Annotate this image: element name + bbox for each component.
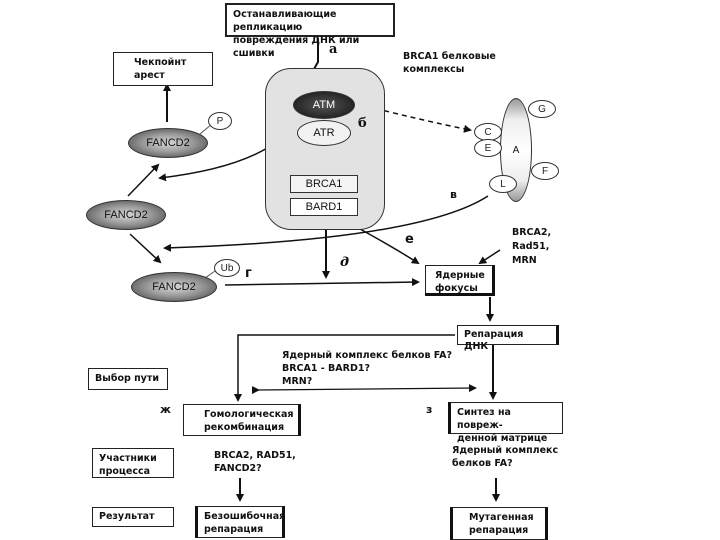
fa-subunit-l-label: L (500, 178, 506, 190)
question-fa-core: Ядерный комплекс белков FA? (282, 350, 453, 361)
fa-subunit-e: E (474, 139, 502, 157)
mutagenic-line1: Мутагенная (469, 512, 534, 523)
step-letter-b: б (358, 116, 367, 131)
damage-line2: повреждения ДНК или сшивки (233, 35, 360, 59)
brca1-node: BRCA1 (290, 175, 358, 193)
foci-line1: Ядерные (435, 270, 485, 281)
pathway-choice-question: Ядерный комплекс белков FA? BRCA1 - BARD… (282, 349, 452, 388)
hr-participants-line1: BRCA2, RAD51, (214, 450, 296, 461)
fa-core-a-label: A (512, 144, 520, 156)
path-choice-label: Выбор пути (95, 373, 160, 384)
participants-box: Участники процесса (92, 448, 174, 478)
fa-subunit-l: L (489, 175, 517, 193)
tls-line1: Синтез на повреж- (457, 407, 511, 431)
fa-subunit-g-label: G (538, 103, 546, 115)
fancd2-p-label: FANCD2 (146, 137, 190, 149)
brca1-complexes-label: BRCA1 белковые комплексы (403, 50, 496, 76)
tls-line2: денной матрице (457, 433, 548, 444)
fancd2-unmodified: FANCD2 (86, 200, 166, 230)
factor-brca2: BRCA2, (512, 227, 552, 238)
dna-repair-label: Репарация ДНК (464, 329, 524, 352)
participants-line1: Участники (99, 453, 157, 464)
fancd2-phosphorylated: FANCD2 (128, 128, 208, 158)
question-mrn: MRN? (282, 376, 313, 387)
step-letter-d: д (340, 255, 350, 270)
checkpoint-line2: арест (134, 70, 165, 81)
fa-subunit-f-label: F (541, 165, 549, 177)
step-letter-g: г (245, 266, 252, 281)
step-letter-z: з (426, 403, 433, 416)
brca1-complexes-line1: BRCA1 белковые (403, 51, 496, 62)
damage-box: Останавливающие репликацию повреждения Д… (225, 3, 395, 59)
phospho-modifier: P (208, 112, 232, 130)
step-letter-e: е (405, 232, 414, 247)
fancd2-ub-label: FANCD2 (152, 281, 196, 293)
step-letter-zh: ж (160, 403, 171, 416)
result-label: Результат (99, 511, 155, 522)
hr-line1: Гомологическая (204, 409, 294, 420)
dna-repair-box: Репарация ДНК (457, 325, 559, 352)
phospho-label: P (216, 115, 224, 127)
fa-subunit-f: F (531, 162, 559, 180)
step-letter-v: в (450, 188, 457, 201)
arrow-fancd2-to-ub (129, 233, 162, 264)
arrow-choice-double (251, 384, 477, 395)
translesion-synthesis-box: Синтез на повреж- денной матрице (448, 402, 563, 444)
hr-participants-label: BRCA2, RAD51, FANCD2? (214, 449, 296, 475)
atm-node: ATM (293, 91, 355, 119)
foci-line2: фокусы (435, 283, 478, 294)
question-brca1-bard1: BRCA1 - BARD1? (282, 363, 370, 374)
fa-subunit-g: G (528, 100, 556, 118)
factor-mrn: MRN (512, 255, 537, 266)
bard1-node: BARD1 (290, 198, 358, 216)
tls-participants-line2: белков FA? (452, 458, 513, 469)
foci-factors-label: BRCA2, Rad51, MRN (512, 226, 551, 268)
checkpoint-box: Чекпойнт арест (113, 52, 213, 86)
brca1-complexes-line2: комплексы (403, 64, 465, 75)
nuclear-foci-box: Ядерные фокусы (425, 265, 495, 296)
arrow-factors-to-foci (478, 249, 501, 265)
fancd2-label: FANCD2 (104, 209, 148, 221)
bard1-label: BARD1 (305, 201, 343, 213)
damage-line1: Останавливающие репликацию (233, 9, 337, 33)
hr-participants-line2: FANCD2? (214, 463, 262, 474)
atr-label: ATR (313, 127, 335, 139)
arrow-fancd2-to-fancd2p (127, 163, 160, 197)
arrow-fa-core-to-fancd2 (163, 195, 489, 252)
fancd2-ubiquitinated: FANCD2 (131, 272, 217, 302)
fa-subunit-c-label: C (484, 126, 492, 138)
error-free-line2: репарация (204, 524, 264, 535)
checkpoint-line1: Чекпойнт (134, 57, 187, 68)
tls-participants-line1: Ядерный комплекс (452, 445, 559, 456)
homologous-recombination-box: Гомологическая рекомбинация (183, 404, 301, 436)
atr-node: ATR (297, 120, 351, 146)
mutagenic-repair-box: Мутагенная репарация (450, 507, 548, 540)
participants-line2: процесса (99, 466, 151, 477)
arrow-repair-to-hr (234, 334, 455, 402)
ub-label: Ub (220, 262, 234, 274)
brca1-label: BRCA1 (305, 178, 343, 190)
hr-line2: рекомбинация (204, 422, 285, 433)
ubiquitin-modifier: Ub (214, 259, 240, 277)
error-free-line1: Безошибочная (204, 511, 286, 522)
tls-participants-label: Ядерный комплекс белков FA? (452, 444, 558, 470)
result-box: Результат (92, 507, 174, 527)
factor-rad51: Rad51, (512, 241, 550, 252)
step-letter-a: а (329, 42, 338, 57)
atm-label: ATM (312, 99, 336, 111)
path-choice-box: Выбор пути (88, 368, 168, 390)
fa-subunit-e-label: E (484, 142, 492, 154)
mutagenic-line2: репарация (469, 525, 529, 536)
arrow-ub-to-foci (224, 278, 420, 287)
error-free-repair-box: Безошибочная репарация (195, 506, 285, 538)
